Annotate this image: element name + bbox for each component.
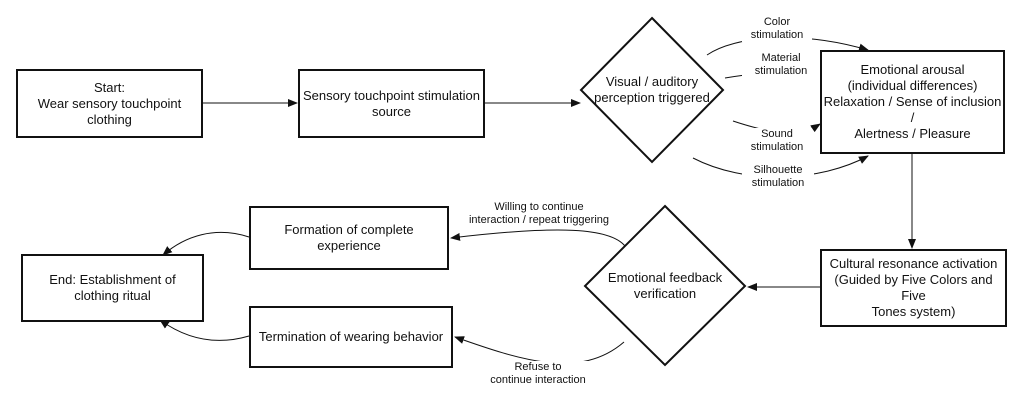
formation-line1: Formation of complete experience [284, 222, 414, 253]
start-node: Start: Wear sensory touchpoint clothing [16, 69, 203, 138]
edge-refuse-continue [454, 336, 625, 364]
emotional-arousal-node: Emotional arousal (individual difference… [820, 50, 1005, 154]
cultural-resonance-node: Cultural resonance activation (Guided by… [820, 249, 1007, 327]
termination-line1: Termination of wearing behavior [258, 329, 444, 344]
perception-line2: perception triggered [594, 90, 710, 105]
formation-node: Formation of complete experience [249, 206, 449, 270]
material-label-line1: Material [761, 52, 801, 64]
willing-label-line2: interaction / repeat triggering [468, 214, 610, 226]
end-node-line2: clothing ritual [74, 288, 151, 303]
silhouette-label-line1: Silhouette [753, 164, 803, 176]
color-stimulation-label: Color stimulation [742, 16, 812, 42]
willing-continue-label: Willing to continue interaction / repeat… [457, 201, 621, 227]
silhouette-label-line2: stimulation [751, 177, 805, 189]
start-node-line1: Start: [93, 79, 126, 95]
cultural-resonance-line1: Cultural resonance activation [829, 256, 998, 271]
silhouette-stimulation-label: Silhouette stimulation [742, 164, 814, 190]
emotional-arousal-line2: (individual differences) [847, 78, 978, 93]
emotional-arousal-line4: Alertness / Pleasure [854, 126, 971, 141]
end-node: End: Establishment of clothing ritual [21, 254, 204, 322]
sound-label-line2: stimulation [750, 141, 804, 153]
feedback-node: Emotional feedback verification [595, 268, 735, 304]
perception-line1: Visual / auditory [605, 74, 699, 89]
feedback-line2: verification [633, 286, 697, 301]
termination-node: Termination of wearing behavior [249, 306, 453, 368]
edge-termination-to-end [159, 319, 250, 341]
refuse-label-line2: continue interaction [490, 374, 586, 386]
cultural-resonance-line3: Tones system) [871, 304, 956, 319]
edge-formation-to-end [162, 231, 250, 256]
material-stimulation-label: Material stimulation [742, 52, 820, 78]
emotional-arousal-line1: Emotional arousal [860, 62, 965, 77]
refuse-label-line1: Refuse to [514, 361, 562, 373]
color-label-line1: Color [763, 16, 791, 28]
end-node-line1: End: Establishment of [49, 272, 176, 287]
feedback-line1: Emotional feedback [607, 270, 723, 285]
emotional-arousal-line3: Relaxation / Sense of inclusion / [823, 94, 1002, 125]
sound-label-line1: Sound [761, 128, 793, 140]
sound-stimulation-label: Sound stimulation [742, 128, 812, 154]
material-label-line2: stimulation [754, 65, 808, 77]
start-node-line2: Wear sensory touchpoint clothing [37, 95, 182, 127]
cultural-resonance-line2: (Guided by Five Colors and Five [834, 272, 993, 303]
willing-label-line1: Willing to continue [494, 201, 584, 213]
color-label-line2: stimulation [750, 29, 804, 41]
stimulation-source-line2: source [371, 103, 412, 119]
refuse-continue-label: Refuse to continue interaction [482, 361, 594, 387]
perception-diamond [579, 16, 725, 164]
perception-node: Visual / auditory perception triggered [591, 72, 713, 108]
feedback-diamond [583, 204, 747, 367]
stimulation-source-line1: Sensory touchpoint stimulation [302, 87, 481, 103]
edge-willing-continue [450, 229, 626, 247]
stimulation-source-node: Sensory touchpoint stimulation source [298, 69, 485, 138]
